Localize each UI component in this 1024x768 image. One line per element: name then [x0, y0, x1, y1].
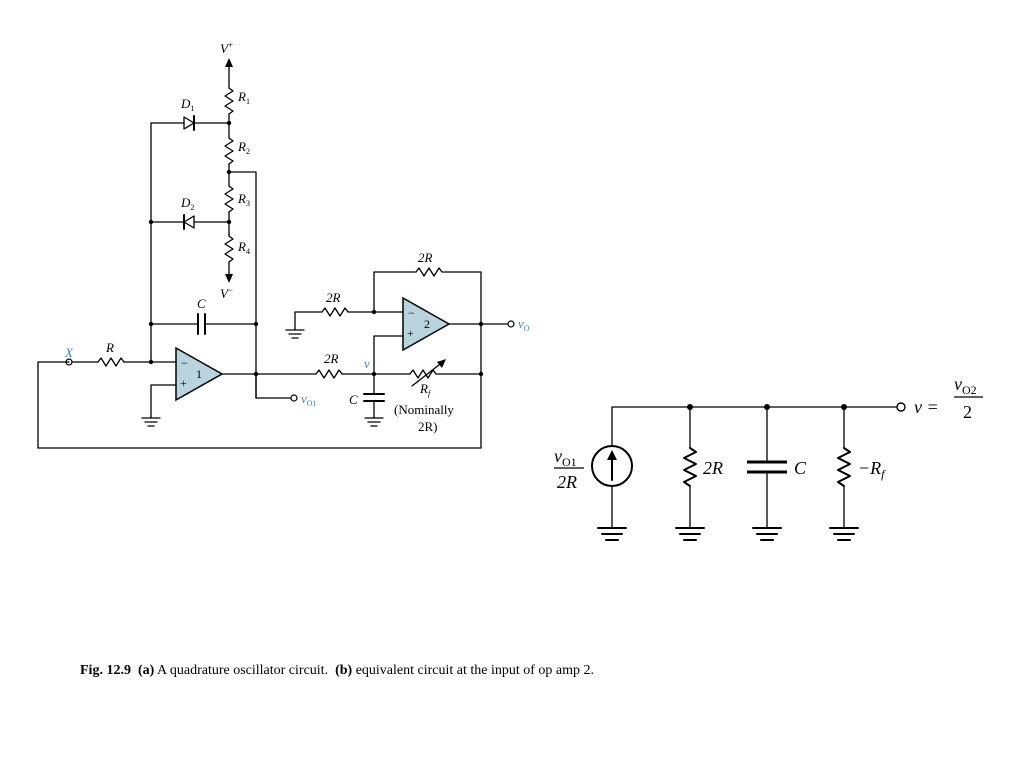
rf-note-line2: 2R) — [418, 419, 438, 434]
vo-label: vO — [518, 316, 530, 333]
circuit-b: vO1 2R 2R C — [554, 374, 983, 541]
neg-rf-label: −Rf — [858, 458, 886, 481]
opamp2-number: 2 — [424, 317, 430, 331]
resistor-r-label: R — [105, 340, 114, 355]
supply-divider: V+ R1 R2 R3 R4 V− — [220, 40, 250, 301]
resistor-2r-series — [315, 369, 343, 379]
v-minus-arrow-icon — [225, 274, 233, 283]
diode-d1: D1 — [150, 96, 230, 131]
caption-part-b-tag: (b) — [335, 663, 353, 678]
resistor-2r-b: 2R — [675, 406, 723, 541]
d2-label: D2 — [180, 195, 194, 212]
capacitor-b-label: C — [794, 458, 807, 478]
resistor-2r-ground — [321, 307, 349, 317]
caption-part-a-tag: (a) — [137, 663, 155, 678]
r2-label: R2 — [237, 139, 250, 156]
v-equation-numerator: vO2 — [954, 374, 977, 397]
capacitor-feedback: C — [150, 296, 257, 335]
output-terminal-v — [896, 402, 906, 412]
arrow-up-icon — [607, 450, 617, 460]
resistor-r-input — [97, 357, 125, 367]
resistor-r1 — [224, 87, 234, 115]
resistor-rf: Rf (Nominally 2R) — [394, 359, 482, 434]
resistor-r3 — [224, 185, 234, 213]
capacitor-c2-label: C — [349, 392, 358, 407]
resistor-neg-rf: −Rf — [829, 406, 886, 541]
rf-label: Rf — [419, 381, 432, 398]
vo1-label: vO1 — [301, 391, 317, 408]
input-stage: X R — [64, 340, 177, 367]
input-x-label: X — [64, 345, 74, 360]
ground-icon — [141, 417, 161, 427]
opamp1-plus-sign: + — [180, 376, 187, 390]
ground-icon — [285, 329, 305, 339]
opamp2-plus-sign: + — [407, 326, 414, 340]
r-feedback2-label: 2R — [418, 250, 433, 265]
output-equation: v = vO2 2 — [914, 374, 983, 422]
d1-label: D1 — [180, 96, 194, 113]
v-equation-lhs: v = — [914, 397, 939, 417]
figure-caption: Fig. 12.9 (a) A quadrature oscillator ci… — [80, 663, 980, 679]
resistor-2r-b-label: 2R — [703, 458, 723, 478]
current-source: vO1 2R — [554, 445, 633, 541]
output-terminal-vo — [507, 320, 515, 328]
caption-part-a-text: A quadrature oscillator circuit. — [157, 663, 329, 678]
resistor-r4 — [224, 235, 234, 263]
opamp1-number: 1 — [196, 367, 202, 381]
capacitor-c-label: C — [197, 296, 206, 311]
circuit-a: V+ R1 R2 R3 R4 V− — [37, 40, 530, 449]
r1-label: R1 — [237, 89, 250, 106]
node-v-label: v — [364, 356, 370, 371]
capacitor-b: C — [747, 406, 807, 541]
resistor-r2 — [224, 137, 234, 165]
r4-label: R4 — [237, 239, 250, 256]
resistor-2r-feedback — [415, 267, 443, 277]
output-terminal-vo1 — [290, 394, 298, 402]
opamp2-minus-sign: − — [408, 306, 415, 320]
v-plus-label: V+ — [220, 40, 233, 56]
diode-d2: D2 — [148, 195, 230, 230]
v-minus-label: V− — [220, 285, 233, 301]
r-ground2-label: 2R — [326, 290, 341, 305]
caption-part-b-text: equivalent circuit at the input of op am… — [355, 663, 595, 678]
v-plus-arrow-icon — [225, 58, 233, 67]
r3-label: R3 — [237, 191, 250, 208]
caption-fig-number: . 12.9 — [99, 663, 131, 678]
rf-note-line1: (Nominally — [394, 402, 454, 417]
opamp1-minus-sign: − — [181, 356, 188, 370]
opamp-2: − + 2 — [402, 296, 451, 352]
r-series-label: 2R — [324, 351, 339, 366]
source-numerator: vO1 — [554, 446, 577, 469]
caption-fig-label: Fig — [80, 663, 100, 678]
opamp-1: − + 1 — [141, 346, 224, 427]
source-denominator: 2R — [557, 472, 577, 492]
v-equation-denominator: 2 — [963, 402, 972, 422]
capacitor-c2: C — [349, 373, 385, 427]
